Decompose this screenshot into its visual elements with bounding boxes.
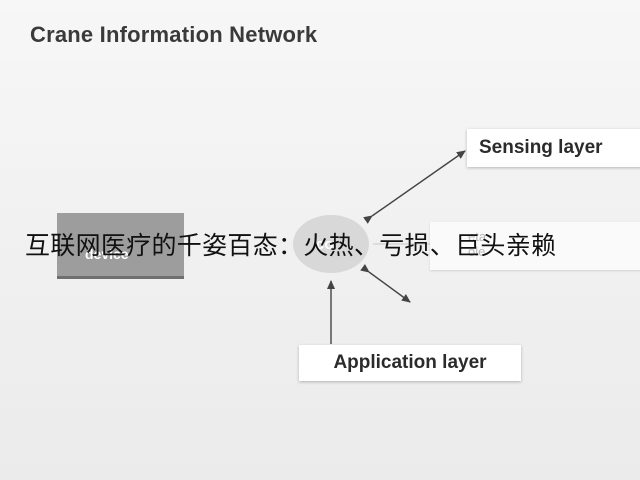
data-layer-text-line2: ole — [468, 244, 486, 259]
application-layer-box: Application layer — [299, 345, 521, 381]
data-layer-box — [430, 222, 640, 270]
data-layer-text-line1: eta — [468, 229, 487, 244]
arrow-core-to-sensing — [363, 150, 466, 224]
core-node — [293, 215, 369, 273]
device-box — [57, 213, 184, 279]
sensing-layer-box: Sensing layer — [467, 129, 640, 167]
core-label: co — [316, 236, 334, 253]
diagram-title: Crane Information Network — [30, 22, 318, 47]
overlay-caption: 互联网医疗的千姿百态：火热、亏损、巨头亲赖 — [25, 231, 557, 260]
device-label: device — [85, 246, 129, 262]
arrow-core-to-lower-right — [360, 264, 411, 303]
